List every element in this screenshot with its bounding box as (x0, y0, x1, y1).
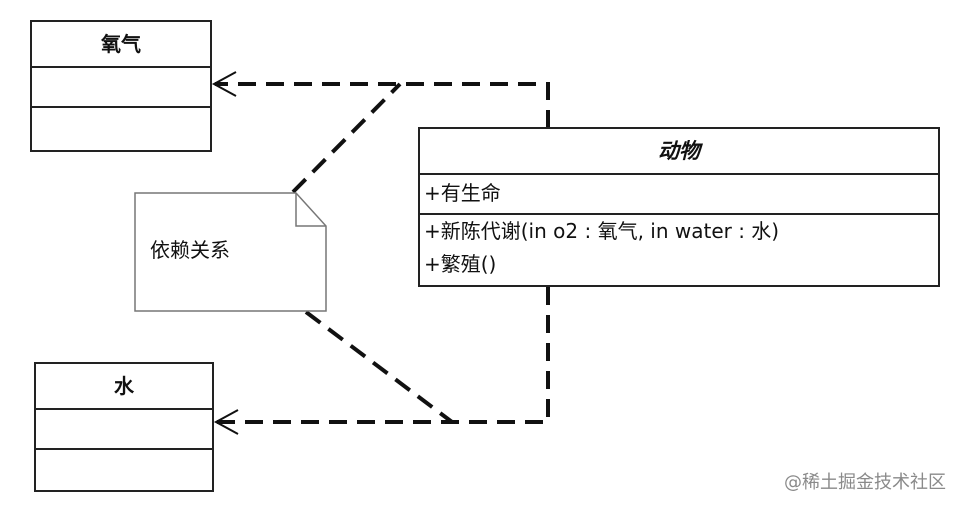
note-connector-bottom (304, 310, 454, 424)
note-shape (134, 192, 327, 312)
class-oxygen-attributes (32, 68, 210, 108)
class-animal-operations: +新陈代谢(in o2 : 氧气, in water : 水) +繁殖() (420, 215, 938, 281)
note-connector-top (291, 82, 402, 194)
note-text: 依赖关系 (150, 238, 230, 262)
class-water: 水 (34, 362, 214, 492)
dependency-arrowhead-water (213, 409, 239, 435)
dependency-line-water (217, 287, 550, 424)
class-oxygen: 氧气 (30, 20, 212, 152)
class-animal-attributes: +有生命 (420, 175, 938, 215)
class-oxygen-operations (32, 108, 210, 148)
class-water-attributes (36, 410, 212, 450)
dependency-line-oxygen (215, 82, 550, 128)
operation-metabolism: +新陈代谢(in o2 : 氧气, in water : 水) (424, 219, 780, 243)
attribute-alive: +有生命 (424, 181, 501, 205)
operation-reproduce: +繁殖() (424, 252, 497, 276)
class-water-name: 水 (36, 364, 212, 410)
dependency-arrowhead-oxygen (211, 71, 237, 97)
class-animal-name: 动物 (420, 129, 938, 175)
class-water-operations (36, 450, 212, 490)
class-oxygen-name: 氧气 (32, 22, 210, 68)
watermark: @稀土掘金技术社区 (784, 472, 946, 493)
note-fold (295, 193, 326, 227)
class-animal: 动物 +有生命 +新陈代谢(in o2 : 氧气, in water : 水) … (418, 127, 940, 287)
